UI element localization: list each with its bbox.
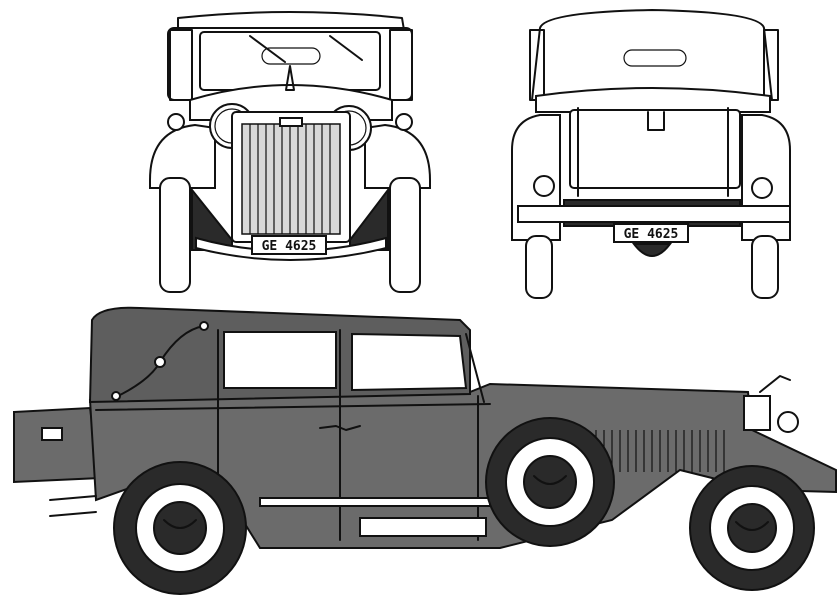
hood-louvres <box>595 430 725 472</box>
spare-wheel <box>485 417 615 547</box>
front-license-plate: GE 4625 <box>262 239 317 254</box>
side-view <box>13 306 837 595</box>
front-wheel <box>689 465 815 591</box>
radiator-slats <box>249 124 331 234</box>
rear-license-plate: GE 4625 <box>624 227 679 242</box>
front-view: GE 4625 <box>149 11 431 293</box>
rear-view: GE 4625 <box>511 8 791 299</box>
rear-wheel <box>113 461 247 595</box>
